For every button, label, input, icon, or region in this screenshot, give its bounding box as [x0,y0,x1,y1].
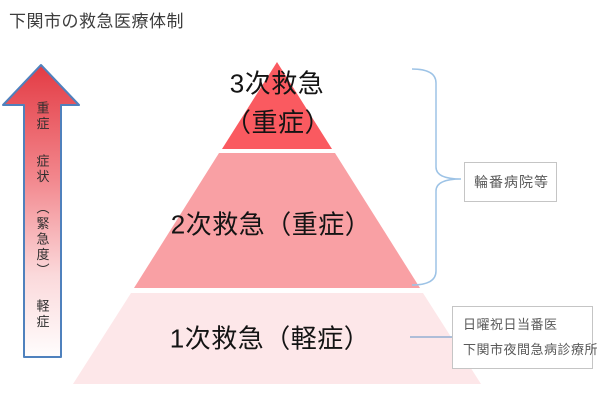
pyramid-tier2-trapezoid [134,153,420,288]
rotating-hospitals-box: 輪番病院等 [464,162,557,202]
arrow-label-symptoms: 症状 [34,154,50,185]
tier3-label-line1: 3次救急 [229,68,325,99]
tier1-label: 1次救急（軽症） [169,323,371,354]
primary-care-box: 日曜祝日当番医 下関市夜間急病診療所 [452,306,599,369]
curly-brace [411,68,462,286]
pyramid-tier3-triangle [222,62,332,149]
page-title: 下関市の救急医療体制 [9,12,184,31]
severity-arrow-labels: 重症 症状 （緊急度） 軽症 [34,101,50,330]
arrow-label-mild: 軽症 [34,298,50,330]
tier3-label-line2: （重症） [224,107,332,138]
severity-up-arrow-shape [2,64,80,358]
arrow-label-severe: 重症 [34,101,50,132]
tier2-label: 2次救急（重症） [170,209,372,240]
pyramid-tier1-trapezoid [73,293,481,384]
primary-care-line1: 日曜祝日当番医 [463,317,558,332]
arrow-label-urgency: （緊急度） [34,201,50,279]
rotating-hospitals-label: 輪番病院等 [474,174,549,190]
primary-care-line2: 下関市夜間急病診療所 [463,342,599,357]
